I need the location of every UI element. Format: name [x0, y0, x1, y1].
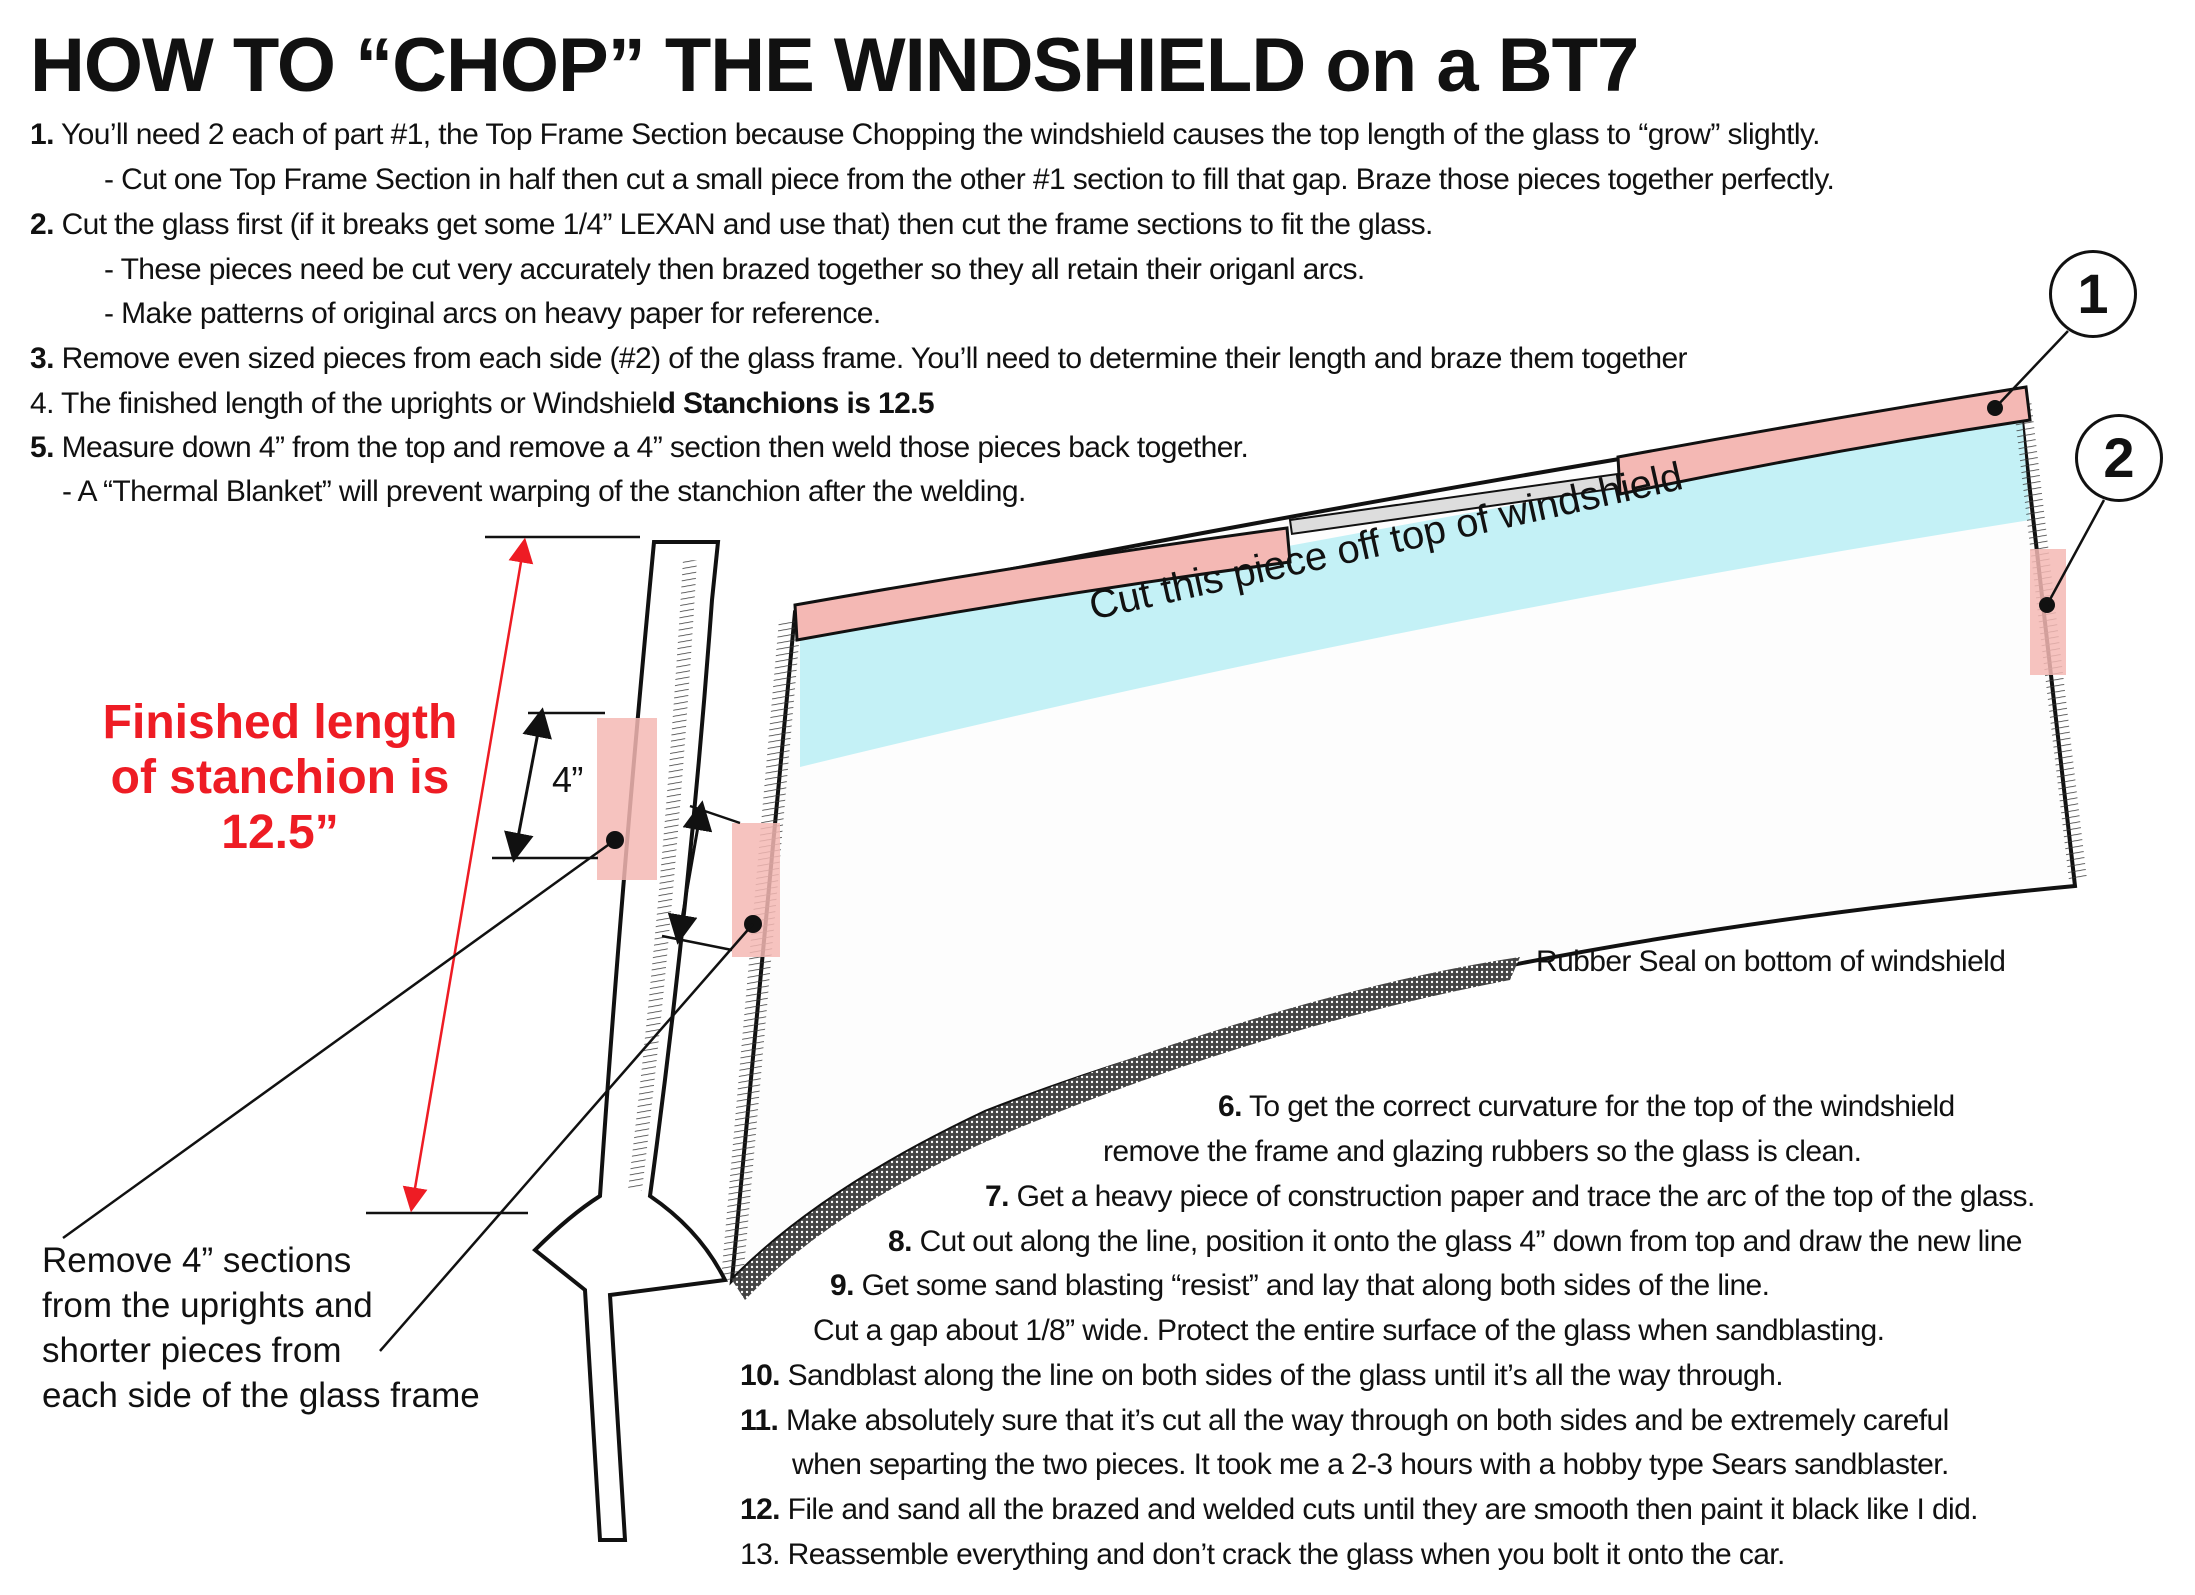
instruction-line: 3. Remove even sized pieces from each si… [30, 342, 1688, 375]
callout-1: 1 [2049, 250, 2137, 338]
top-frame-left [793, 526, 1292, 642]
finished-length-line: 12.5” [221, 806, 339, 860]
step-number: 9. [830, 1269, 854, 1302]
step-text: Cut a gap about 1/8” wide. Protect the e… [813, 1314, 1885, 1347]
step-text-bold: d Stanchions is 12.5 [657, 387, 935, 420]
step-text: Remove even sized pieces from each side … [53, 342, 1688, 375]
instruction-line: 11. Make absolutely sure that it’s cut a… [740, 1406, 1949, 1436]
instruction-line: when separting the two pieces. It took m… [792, 1450, 1949, 1480]
step-text: To get the correct curvature for the top… [1241, 1090, 1955, 1123]
step-text: Cut out along the line, position it onto… [911, 1225, 2023, 1258]
remove-sections-line: from the uprights and [42, 1286, 373, 1325]
instruction-line: - Make patterns of original arcs on heav… [104, 299, 881, 329]
remove-sections-label: Remove 4” sections from the uprights and… [42, 1238, 480, 1418]
length-arrow [402, 537, 534, 1213]
step-text: Measure down 4” from the top and remove … [53, 431, 1249, 464]
callout-2: 2 [2075, 414, 2163, 502]
instruction-line: - A “Thermal Blanket” will prevent warpi… [62, 477, 1026, 507]
cut-band [800, 418, 2030, 767]
step-number: 7. [985, 1180, 1009, 1213]
instruction-line: 4. The finished length of the uprights o… [30, 387, 935, 420]
remove-sections-line: shorter pieces from [42, 1331, 342, 1370]
instruction-line: - These pieces need be cut very accurate… [104, 255, 1365, 285]
instruction-line: 7. Get a heavy piece of construction pap… [985, 1182, 2035, 1212]
step-number: 2. [30, 208, 54, 241]
step-text: 4. The finished length of the uprights o… [30, 387, 658, 420]
step-number: 12. [740, 1493, 781, 1526]
step-text: You’ll need 2 each of part #1, the Top F… [53, 118, 1820, 151]
step-number: 10. [740, 1359, 781, 1392]
step-text: File and sand all the brazed and welded … [779, 1493, 1979, 1526]
instruction-line: 13. Reassemble everything and don’t crac… [740, 1540, 1785, 1570]
stanchion-pink [597, 718, 657, 880]
step-text: 13. Reassemble everything and don’t crac… [740, 1538, 1785, 1571]
step-number: 11. [740, 1404, 779, 1437]
finished-length-label: Finished length of stanchion is 12.5” [60, 695, 500, 861]
step-text: Make absolutely sure that it’s cut all t… [778, 1404, 1949, 1437]
instruction-line: 5. Measure down 4” from the top and remo… [30, 431, 1249, 464]
stanchion [532, 540, 729, 1542]
step-number: 1. [30, 118, 54, 151]
finished-length-line: of stanchion is [110, 751, 450, 805]
finished-length-line: Finished length [102, 696, 458, 749]
instruction-line: 9. Get some sand blasting “resist” and l… [830, 1269, 1770, 1302]
step-text: - A “Thermal Blanket” will prevent warpi… [62, 475, 1026, 508]
remove-sections-line: Remove 4” sections [42, 1241, 352, 1280]
four-inch-label: 4” [552, 759, 583, 800]
instruction-line: - Cut one Top Frame Section in half then… [104, 163, 1835, 196]
page-title: HOW TO “CHOP” THE WINDSHIELD on a BT7 [30, 23, 1639, 108]
step-text: - Make patterns of original arcs on heav… [104, 297, 881, 330]
instruction-line: remove the frame and glazing rubbers so … [1103, 1135, 1862, 1168]
four-inch-arrow [504, 707, 552, 863]
step-text: - Cut one Top Frame Section in half then… [104, 163, 1835, 196]
step-number: 6. [1218, 1090, 1242, 1123]
remove-sections-line: each side of the glass frame [42, 1376, 480, 1415]
glass-frame-pink [732, 823, 780, 957]
step-number: 8. [888, 1225, 912, 1258]
step-text: remove the frame and glazing rubbers so … [1103, 1135, 1862, 1168]
step-text: when separting the two pieces. It took m… [792, 1448, 1949, 1481]
instruction-line: 10. Sandblast along the line on both sid… [740, 1359, 1784, 1392]
instruction-line: Cut a gap about 1/8” wide. Protect the e… [813, 1314, 1885, 1347]
top-frame-right [1616, 385, 2032, 496]
instruction-line: 2. Cut the glass first (if it breaks get… [30, 210, 1433, 240]
step-text: Cut the glass first (if it breaks get so… [53, 208, 1434, 241]
step-text: - These pieces need be cut very accurate… [104, 253, 1365, 286]
instruction-line: 6. To get the correct curvature for the … [1218, 1092, 1955, 1122]
step-number: 5. [30, 431, 54, 464]
instruction-line: 8. Cut out along the line, position it o… [888, 1227, 2022, 1257]
step-number: 3. [30, 342, 54, 375]
rubber-seal [732, 957, 1520, 1300]
step-text: Get some sand blasting “resist” and lay … [853, 1269, 1770, 1302]
step-text: Get a heavy piece of construction paper … [1008, 1180, 2036, 1213]
rubber-seal-label: Rubber Seal on bottom of windshield [1536, 945, 2006, 978]
instruction-line: 1. You’ll need 2 each of part #1, the To… [30, 120, 1820, 150]
instruction-line: 12. File and sand all the brazed and wel… [740, 1493, 1979, 1526]
step-text: Sandblast along the line on both sides o… [779, 1359, 1784, 1392]
